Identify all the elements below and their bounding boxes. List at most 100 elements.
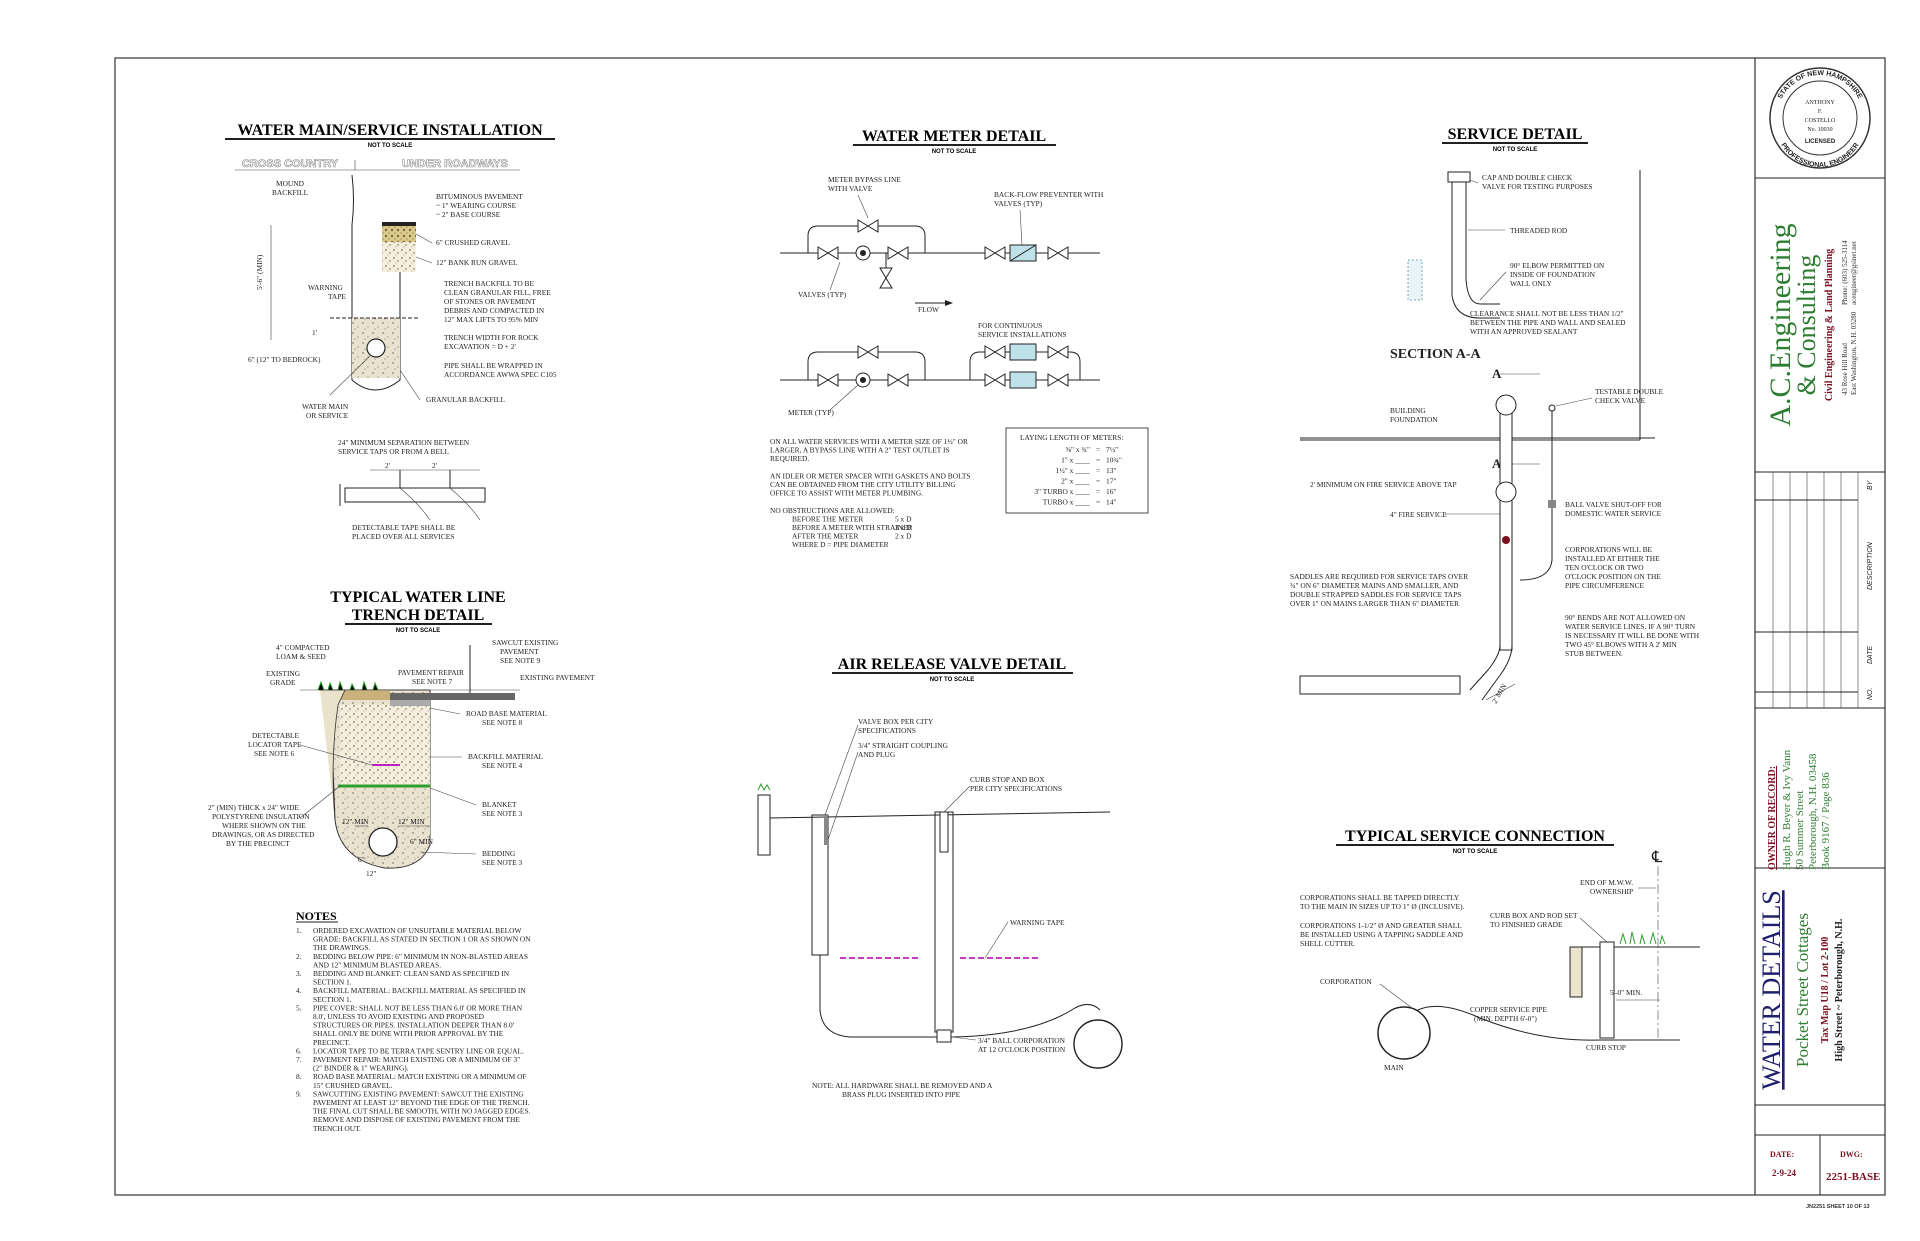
laying-eq: = <box>1096 498 1100 507</box>
svg-text:50 Summer Street: 50 Summer Street <box>1794 791 1806 870</box>
wm-label-main-2: OR SERVICE <box>306 411 349 420</box>
svg-text:No. 10030: No. 10030 <box>1807 127 1832 133</box>
svg-text:THREADED ROD: THREADED ROD <box>1510 226 1568 235</box>
meter-note-line: NO OBSTRUCTIONS ARE ALLOWED: <box>770 506 895 515</box>
note-line: SAWCUTTING EXISTING PAVEMENT: SAWCUT THE… <box>313 1089 524 1098</box>
service-connection-detail: TYPICAL SERVICE CONNECTION NOT TO SCALE … <box>1300 828 1700 1072</box>
air-nts: NOT TO SCALE <box>930 677 975 683</box>
svg-text:Tax Map U18 / Lot 2-100: Tax Map U18 / Lot 2-100 <box>1820 937 1831 1044</box>
wm-sep-note-2: SERVICE TAPS OR FROM A BELL <box>338 447 449 456</box>
svg-text:DOUBLE STRAPPED SADDLES FOR SE: DOUBLE STRAPPED SADDLES FOR SERVICE TAPS <box>1290 590 1461 599</box>
svg-text:2': 2' <box>385 461 391 470</box>
service-title: SERVICE DETAIL <box>1448 126 1583 143</box>
svg-text:DOMESTIC WATER SERVICE: DOMESTIC WATER SERVICE <box>1565 509 1662 518</box>
note-line: SHALL ONLY BE DONE WITH PRIOR APPROVAL B… <box>313 1029 504 1038</box>
wm-label-pavement-3: ~ 2" BASE COURSE <box>436 210 501 219</box>
svg-text:SECTION A-A: SECTION A-A <box>1390 347 1482 362</box>
svg-text:5'-0" MIN.: 5'-0" MIN. <box>1610 988 1642 997</box>
conn-title: TYPICAL SERVICE CONNECTION <box>1345 828 1605 845</box>
obstruction-value: 5 x D <box>895 514 912 523</box>
svg-text:1': 1' <box>312 328 318 337</box>
svg-text:GRADE: GRADE <box>270 678 296 687</box>
note-line: PAVEMENT AT LEAST 12" BEYOND THE EDGE OF… <box>313 1098 530 1107</box>
wm-label-backfill-1: TRENCH BACKFILL TO BE <box>444 279 534 288</box>
wm-header-left: CROSS COUNTRY <box>242 158 339 170</box>
svg-text:A.C.Engineering: A.C.Engineering <box>1764 223 1797 426</box>
svg-text:WITH VALVE: WITH VALVE <box>828 184 873 193</box>
svg-text:2-9-24: 2-9-24 <box>1772 1168 1796 1178</box>
note-line: PAVEMENT REPAIR: MATCH EXISTING OR A MIN… <box>313 1055 520 1064</box>
svg-text:IS NECESSARY IT WILL BE DONE W: IS NECESSARY IT WILL BE DONE WITH <box>1565 631 1700 640</box>
wm-tape-note-2: PLACED OVER ALL SERVICES <box>352 532 454 541</box>
laying-eq: = <box>1096 445 1100 454</box>
svg-text:F.: F. <box>1818 109 1823 115</box>
svg-text:TO FINISHED GRADE: TO FINISHED GRADE <box>1490 920 1563 929</box>
notes-title: NOTES <box>296 909 337 923</box>
svg-text:O'CLOCK POSITION ON THE: O'CLOCK POSITION ON THE <box>1565 572 1661 581</box>
svg-text:EXISTING: EXISTING <box>266 669 301 678</box>
svg-text:WHERE SHOWN ON THE: WHERE SHOWN ON THE <box>222 821 306 830</box>
obstruction-label: WHERE D = PIPE DIAMETER <box>792 540 889 549</box>
svg-text:Pocket Street Cottages: Pocket Street Cottages <box>1793 913 1812 1067</box>
obstruction-label: AFTER THE METER <box>792 532 858 541</box>
svg-text:PAVEMENT REPAIR: PAVEMENT REPAIR <box>398 668 464 677</box>
conn-nts: NOT TO SCALE <box>1453 849 1498 855</box>
svg-text:NOTE: ALL HARDWARE SHALL BE: NOTE: ALL HARDWARE SHALL BE REMOVED AND … <box>812 1081 993 1090</box>
svg-text:℄: ℄ <box>1651 849 1663 866</box>
svg-text:CLEARANCE SHALL NOT BE LESS TH: CLEARANCE SHALL NOT BE LESS THAN 1/2" <box>1470 309 1624 318</box>
svg-text:WATER DETAILS: WATER DETAILS <box>1757 890 1786 1089</box>
trench-nts: NOT TO SCALE <box>396 628 441 634</box>
service-detail: SERVICE DETAIL NOT TO SCALE SECTION A-A … <box>1290 126 1700 705</box>
svg-text:Civil Engineering & Land Plann: Civil Engineering & Land Planning <box>1824 249 1835 401</box>
trench-title-1: TYPICAL WATER LINE <box>330 589 505 606</box>
svg-text:BY: BY <box>1867 479 1874 490</box>
svg-text:FLOW: FLOW <box>918 305 939 314</box>
note-line: STRUCTURES OR PIPES. INSTALLATION DEEPER… <box>313 1021 515 1030</box>
note-number: 4. <box>296 986 302 995</box>
wm-label-crushed: 6" CRUSHED GRAVEL <box>436 238 510 247</box>
wm-label-mound-2: BACKFILL <box>272 188 309 197</box>
wm-label-warning-1: WARNING <box>308 283 344 292</box>
svg-text:DATE:: DATE: <box>1770 1150 1794 1159</box>
svg-text:SEE NOTE 7: SEE NOTE 7 <box>412 677 453 686</box>
svg-text:(MIN. DEPTH 6'-0"): (MIN. DEPTH 6'-0") <box>1474 1014 1537 1023</box>
svg-text:90° BENDS ARE NOT ALLOWED ON: 90° BENDS ARE NOT ALLOWED ON <box>1565 613 1686 622</box>
note-line: PRECINCT. <box>313 1038 350 1047</box>
svg-text:CHECK VALVE: CHECK VALVE <box>1595 396 1646 405</box>
svg-text:4" COMPACTED: 4" COMPACTED <box>276 643 330 652</box>
wm-label-pavement-1: BITUMINOUS PAVEMENT <box>436 192 523 201</box>
svg-text:CORPORATION: CORPORATION <box>1320 977 1372 986</box>
svg-text:6" MIN: 6" MIN <box>410 837 434 846</box>
note-number: 3. <box>296 969 302 978</box>
svg-text:AND PLUG: AND PLUG <box>858 750 896 759</box>
note-number: 2. <box>296 952 302 961</box>
svg-text:DWG:: DWG: <box>1840 1150 1863 1159</box>
svg-text:INSIDE OF FOUNDATION: INSIDE OF FOUNDATION <box>1510 270 1596 279</box>
svg-text:LOAM & SEED: LOAM & SEED <box>276 652 326 661</box>
air-main-pipe <box>1073 1019 1123 1069</box>
note-line: BEDDING AND BLANKET: CLEAN SAND AS SPECI… <box>313 969 510 978</box>
svg-text:FOUNDATION: FOUNDATION <box>1390 415 1438 424</box>
svg-text:DETECTABLE: DETECTABLE <box>252 731 300 740</box>
title-block: STATE OF NEW HAMPSHIRE PROFESSIONAL ENGI… <box>1755 67 1885 1210</box>
svg-text:A: A <box>1492 456 1502 471</box>
wm-label-backfill-5: 12" MAX LIFTS TO 95% MIN <box>444 315 539 324</box>
svg-text:SEE NOTE 3: SEE NOTE 3 <box>482 809 523 818</box>
svg-text:CORPORATIONS WILL BE: CORPORATIONS WILL BE <box>1565 545 1653 554</box>
svg-text:12" MIN: 12" MIN <box>342 817 369 826</box>
svg-text:TEN O'CLOCK OR TWO: TEN O'CLOCK OR TWO <box>1565 563 1644 572</box>
svg-text:SADDLES ARE REQUIRED FOR SERVI: SADDLES ARE REQUIRED FOR SERVICE TAPS OV… <box>1290 572 1468 581</box>
svg-text:2' MINIMUM ON FIRE SERVICE ABO: 2' MINIMUM ON FIRE SERVICE ABOVE TAP <box>1310 480 1457 489</box>
svg-text:STUB BETWEEN.: STUB BETWEEN. <box>1565 649 1623 658</box>
note-line: LOCATOR TAPE TO BE TERRA TAPE SENTRY LIN… <box>313 1046 524 1055</box>
svg-text:12" MIN: 12" MIN <box>398 817 425 826</box>
svg-text:PAVEMENT: PAVEMENT <box>500 647 539 656</box>
svg-text:INSTALLED AT EITHER THE: INSTALLED AT EITHER THE <box>1565 554 1660 563</box>
svg-text:MAIN: MAIN <box>1384 1063 1404 1072</box>
svg-text:A: A <box>1492 366 1502 381</box>
meter-title: WATER METER DETAIL <box>862 128 1046 145</box>
svg-text:VALVES (TYP): VALVES (TYP) <box>994 199 1043 208</box>
sheet-border <box>114 57 1886 1196</box>
note-line: SECTION 1. <box>313 995 352 1004</box>
svg-text:METER (TYP): METER (TYP) <box>788 408 834 417</box>
